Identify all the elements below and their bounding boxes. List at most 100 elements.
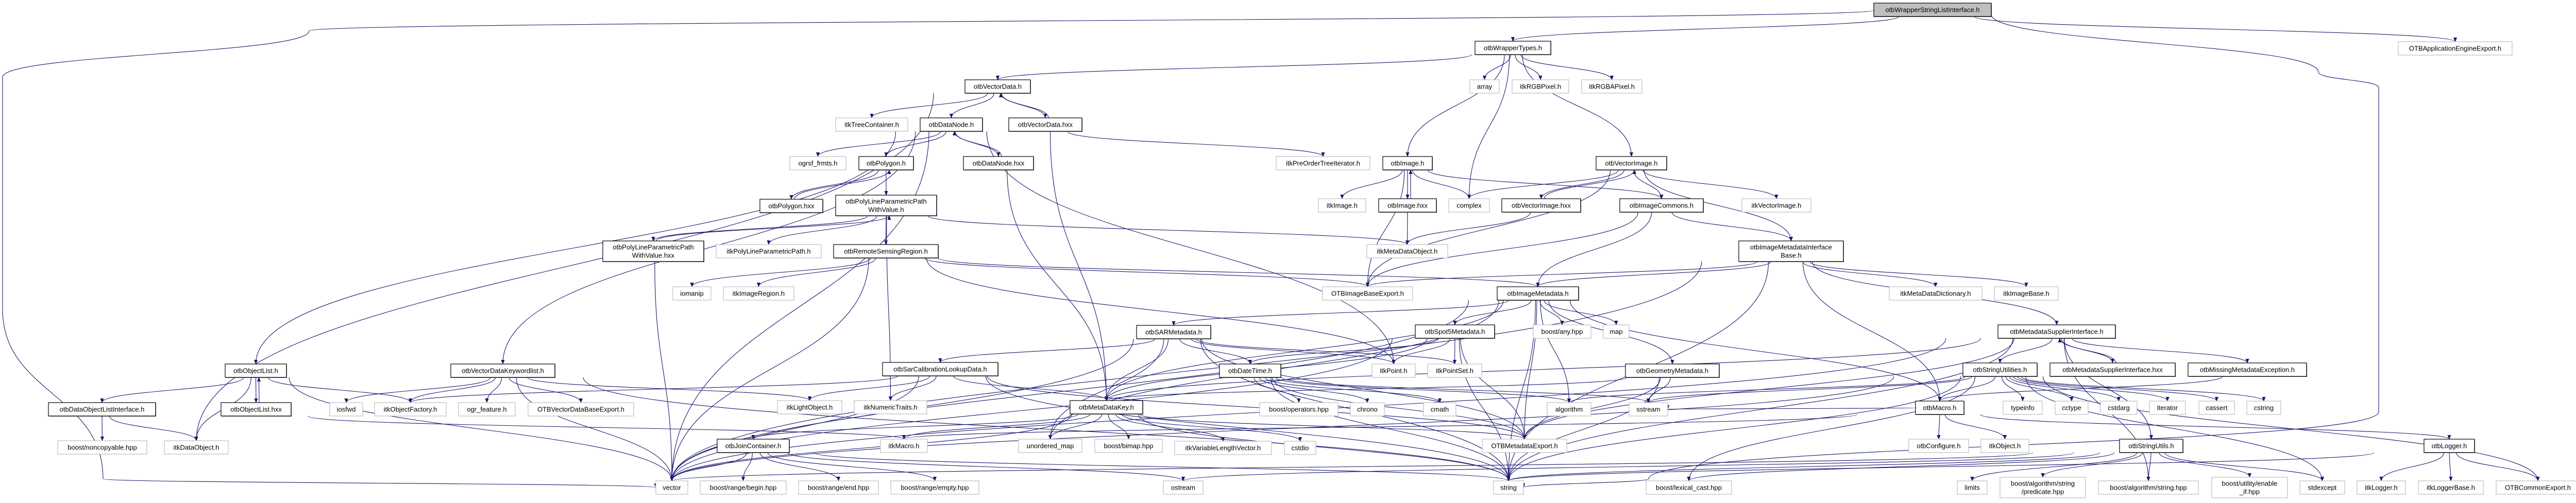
node-box xyxy=(374,402,447,417)
node-box[interactable] xyxy=(920,117,983,132)
graph-node-dataNodeHxx[interactable]: otbDataNode.hxx xyxy=(963,156,1034,170)
graph-node-imageCommons[interactable]: otbImageCommons.h xyxy=(1619,198,1704,213)
edge-dataNodeHxx-to-dataNode xyxy=(952,131,1002,157)
node-box[interactable] xyxy=(833,244,939,258)
graph-node-wrapperTypes[interactable]: otbWrapperTypes.h xyxy=(1475,41,1551,55)
edge-imageMetadata-to-anyHpp xyxy=(1539,300,1564,325)
graph-node-enableIf: boost/utility/enable_if.hpp xyxy=(2211,477,2288,498)
graph-node-mdSupplier[interactable]: otbMetadataSupplierInterface.h xyxy=(1997,324,2116,339)
graph-node-objectList[interactable]: otbObjectList.h xyxy=(225,363,287,378)
graph-node-ostream: ostream xyxy=(1163,480,1204,495)
graph-node-typeinfo: typeinfo xyxy=(2003,401,2043,415)
graph-node-cstdio: cstdio xyxy=(1284,441,1316,455)
edge-stringUtilities-to-sstream xyxy=(1647,376,1972,403)
graph-node-polygonHxx[interactable]: otbPolygon.hxx xyxy=(759,199,823,213)
node-box[interactable] xyxy=(717,439,790,453)
graph-node-metaDataKey[interactable]: otbMetaDataKey.h xyxy=(1070,400,1143,414)
edge-sarCalib-to-mdExport xyxy=(987,375,1527,440)
node-label: boost/algorithm/string xyxy=(2011,480,2075,488)
edge-metaDataKey-to-bimap xyxy=(1108,413,1131,440)
edge-wrapperTypes-to-image xyxy=(1405,54,1505,157)
graph-node-imageMetadata[interactable]: otbImageMetadata.h xyxy=(1497,286,1579,301)
node-box[interactable] xyxy=(48,402,156,417)
graph-node-sarCalib[interactable]: otbSarCalibrationLookupData.h xyxy=(882,362,998,376)
node-label: OTBCommonExport.h xyxy=(2505,484,2571,492)
edge-dateTime-to-cmath xyxy=(1265,377,1442,403)
graph-node-stringUtilities[interactable]: otbStringUtilities.h xyxy=(1962,362,2038,377)
graph-node-objectFactory: itkObjectFactory.h xyxy=(374,402,447,417)
graph-node-stringUtils[interactable]: otbStringUtils.h xyxy=(2119,439,2183,453)
graph-node-image[interactable]: otbImage.h xyxy=(1382,156,1433,170)
node-box[interactable] xyxy=(225,363,287,378)
node-box[interactable] xyxy=(1070,400,1143,414)
graph-node-vectorDataHxx[interactable]: otbVectorData.hxx xyxy=(1008,117,1082,132)
graph-node-spot5[interactable]: otbSpot5Metadata.h xyxy=(1415,324,1495,339)
graph-node-vectorData[interactable]: otbVectorData.h xyxy=(964,79,1031,94)
node-label: itkPointSet.h xyxy=(1436,367,1473,375)
node-box[interactable] xyxy=(1501,198,1581,213)
node-box[interactable] xyxy=(1497,286,1579,301)
node-box xyxy=(2098,480,2199,495)
node-box[interactable] xyxy=(858,156,914,170)
graph-node-otbLogger[interactable]: otbLogger.h xyxy=(2424,439,2475,453)
node-box[interactable] xyxy=(1219,363,1281,378)
node-box[interactable] xyxy=(835,195,937,216)
node-box[interactable] xyxy=(1997,324,2116,339)
node-box[interactable] xyxy=(1008,117,1082,132)
graph-node-objectListHxx[interactable]: otbObjectList.hxx xyxy=(221,402,292,417)
node-box[interactable] xyxy=(1873,3,1992,17)
node-label: otbVectorImage.h xyxy=(1605,160,1658,167)
graph-node-imageHxx[interactable]: otbImage.hxx xyxy=(1378,198,1437,213)
node-box[interactable] xyxy=(1625,363,1720,378)
node-box[interactable] xyxy=(1475,41,1551,55)
node-box[interactable] xyxy=(2049,362,2176,377)
graph-node-ogrFeature: ogr_feature.h xyxy=(458,402,516,417)
graph-node-mdSupplierHxx[interactable]: otbMetadataSupplierInterface.hxx xyxy=(2049,362,2176,377)
node-box xyxy=(854,400,927,414)
graph-node-vdKeywordlist[interactable]: otbVectorDataKeywordlist.h xyxy=(450,363,555,378)
graph-node-vectorImageHxx[interactable]: otbVectorImage.hxx xyxy=(1501,198,1581,213)
node-box[interactable] xyxy=(221,402,292,417)
node-box xyxy=(2100,401,2138,415)
node-box[interactable] xyxy=(1382,156,1433,170)
node-box[interactable] xyxy=(882,362,998,376)
node-box[interactable] xyxy=(1415,324,1495,339)
node-box[interactable] xyxy=(602,240,704,262)
node-box[interactable] xyxy=(964,79,1031,94)
graph-node-dateTime[interactable]: otbDateTime.h xyxy=(1219,363,1281,378)
node-box[interactable] xyxy=(2119,439,2183,453)
node-box[interactable] xyxy=(1378,198,1437,213)
node-box[interactable] xyxy=(1596,156,1667,170)
node-box[interactable] xyxy=(2424,439,2475,453)
node-box[interactable] xyxy=(963,156,1034,170)
graph-node-dataObjListIf[interactable]: otbDataObjectListInterface.h xyxy=(48,402,156,417)
node-box[interactable] xyxy=(450,363,555,378)
node-box[interactable] xyxy=(759,199,823,213)
node-label: boost/bimap.hpp xyxy=(1104,442,1153,450)
edge-joinContainer-to-rangeEmpty xyxy=(767,452,937,481)
graph-node-otbMacro[interactable]: otbMacro.h xyxy=(1915,401,1964,415)
graph-node-vectorImage[interactable]: otbVectorImage.h xyxy=(1596,156,1667,170)
edge-stringUtilities-to-stdexcept xyxy=(2025,376,2325,481)
edge-sarMetadata-to-itkPoint xyxy=(1191,338,1396,365)
node-box[interactable] xyxy=(1136,325,1211,339)
node-label: otbImage.hxx xyxy=(1387,202,1428,210)
node-box[interactable] xyxy=(1962,362,2038,377)
graph-node-root[interactable]: otbWrapperStringListInterface.h xyxy=(1873,3,1992,17)
node-box xyxy=(1018,439,1082,453)
graph-node-missingMd[interactable]: otbMissingMetadataException.h xyxy=(2188,362,2307,377)
graph-node-joinContainer[interactable]: otbJoinContainer.h xyxy=(717,439,790,453)
graph-node-polygon[interactable]: otbPolygon.h xyxy=(858,156,914,170)
graph-node-rsRegion[interactable]: otbRemoteSensingRegion.h xyxy=(833,244,939,258)
graph-node-dataNode[interactable]: otbDataNode.h xyxy=(920,117,983,132)
graph-node-geometry[interactable]: otbGeometryMetadata.h xyxy=(1625,363,1720,378)
node-box[interactable] xyxy=(2188,362,2307,377)
node-box[interactable] xyxy=(1915,401,1964,415)
node-box[interactable] xyxy=(1738,240,1844,262)
node-box[interactable] xyxy=(1619,198,1704,213)
graph-node-noncopyable: boost/noncopyable.hpp xyxy=(57,440,147,455)
graph-node-sarMetadata[interactable]: otbSARMetadata.h xyxy=(1136,325,1211,339)
